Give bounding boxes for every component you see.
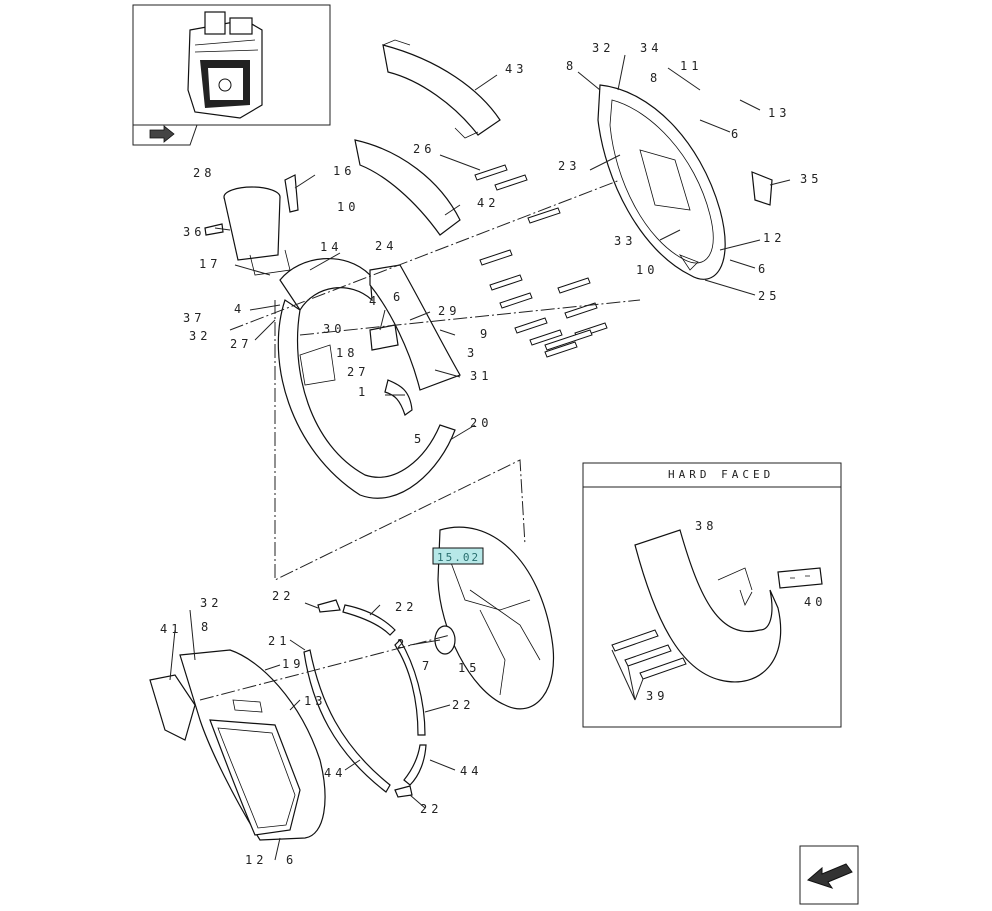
label-43: 43 — [505, 62, 527, 76]
label-32c: 32 — [200, 596, 222, 610]
label-42: 42 — [477, 196, 499, 210]
label-12: 12 — [763, 231, 785, 245]
label-17: 17 — [199, 257, 221, 271]
label-14: 14 — [320, 240, 342, 254]
label-1: 1 — [358, 385, 369, 399]
label-27b: 27 — [347, 365, 369, 379]
label-18: 18 — [336, 346, 358, 360]
cover-41 — [149, 674, 196, 741]
shroud-43 — [382, 44, 501, 136]
housing-plate-23 — [597, 84, 726, 280]
label-40: 40 — [804, 595, 826, 609]
label-44: 44 — [324, 766, 346, 780]
cover-35 — [751, 171, 773, 206]
hard-faced-inset — [582, 462, 842, 728]
label-25: 25 — [758, 289, 780, 303]
bolt-36 — [204, 223, 224, 236]
segmented-ring — [303, 599, 427, 798]
bracket-5 — [384, 379, 413, 416]
label-13b: 13 — [304, 694, 326, 708]
label-29: 29 — [438, 304, 460, 318]
label-20: 20 — [470, 416, 492, 430]
label-8c: 8 — [201, 620, 212, 634]
rods-group — [474, 164, 608, 358]
label-19: 19 — [282, 657, 304, 671]
machine-thumbnail — [187, 11, 263, 119]
label-38: 38 — [695, 519, 717, 533]
label-6d: 6 — [286, 853, 297, 867]
ref-box[interactable] — [432, 547, 484, 565]
label-4b: 4 — [369, 294, 380, 308]
label-15: 15 — [458, 661, 480, 675]
housing-band-20 — [277, 257, 456, 499]
label-8b: 8 — [650, 71, 661, 85]
label-2: 2 — [397, 637, 408, 651]
label-22: 22 — [272, 589, 294, 603]
label-44b: 44 — [460, 764, 482, 778]
label-37: 37 — [183, 311, 205, 325]
label-16: 16 — [333, 164, 355, 178]
label-22b: 22 — [395, 600, 417, 614]
label-22d: 22 — [420, 802, 442, 816]
label-28: 28 — [193, 166, 215, 180]
label-6c: 6 — [393, 290, 404, 304]
label-36: 36 — [183, 225, 205, 239]
housing-panel-29 — [369, 264, 461, 391]
hard-faced-title: HARD FACED — [668, 468, 774, 481]
leader-lines — [169, 54, 791, 861]
shroud-42 — [354, 139, 461, 236]
label-24: 24 — [375, 239, 397, 253]
part-labels: 43 32 34 8 11 8 13 6 26 23 28 16 35 10 4… — [160, 41, 826, 867]
label-3: 3 — [467, 346, 478, 360]
label-26: 26 — [413, 142, 435, 156]
label-10: 10 — [337, 200, 359, 214]
label-8: 8 — [566, 59, 577, 73]
housing-plate-19 — [179, 649, 326, 841]
label-32b: 32 — [189, 329, 211, 343]
rotor-assembly — [434, 526, 554, 710]
bracket-18 — [369, 324, 399, 351]
label-22c: 22 — [452, 698, 474, 712]
label-9: 9 — [480, 327, 491, 341]
label-6b: 6 — [758, 262, 769, 276]
label-6: 6 — [731, 127, 742, 141]
label-34: 34 — [640, 41, 662, 55]
center-lines — [199, 179, 641, 701]
label-5: 5 — [414, 432, 425, 446]
label-32: 32 — [592, 41, 614, 55]
thumbnail-frame — [132, 4, 331, 146]
label-13: 13 — [768, 106, 790, 120]
label-4: 4 — [234, 302, 245, 316]
label-10b: 10 — [636, 263, 658, 277]
label-30: 30 — [323, 322, 345, 336]
label-21: 21 — [268, 634, 290, 648]
label-31: 31 — [470, 369, 492, 383]
label-33: 33 — [614, 234, 636, 248]
label-12b: 12 — [245, 853, 267, 867]
bracket-16 — [284, 174, 299, 213]
label-35: 35 — [800, 172, 822, 186]
label-27: 27 — [230, 337, 252, 351]
label-41: 41 — [160, 622, 182, 636]
ref-box-label[interactable]: 15.02 — [437, 551, 480, 564]
label-7: 7 — [422, 659, 433, 673]
label-23: 23 — [558, 159, 580, 173]
label-11: 11 — [680, 59, 702, 73]
next-arrow-icon[interactable] — [799, 845, 859, 905]
label-39: 39 — [646, 689, 668, 703]
hood-28 — [223, 186, 291, 276]
